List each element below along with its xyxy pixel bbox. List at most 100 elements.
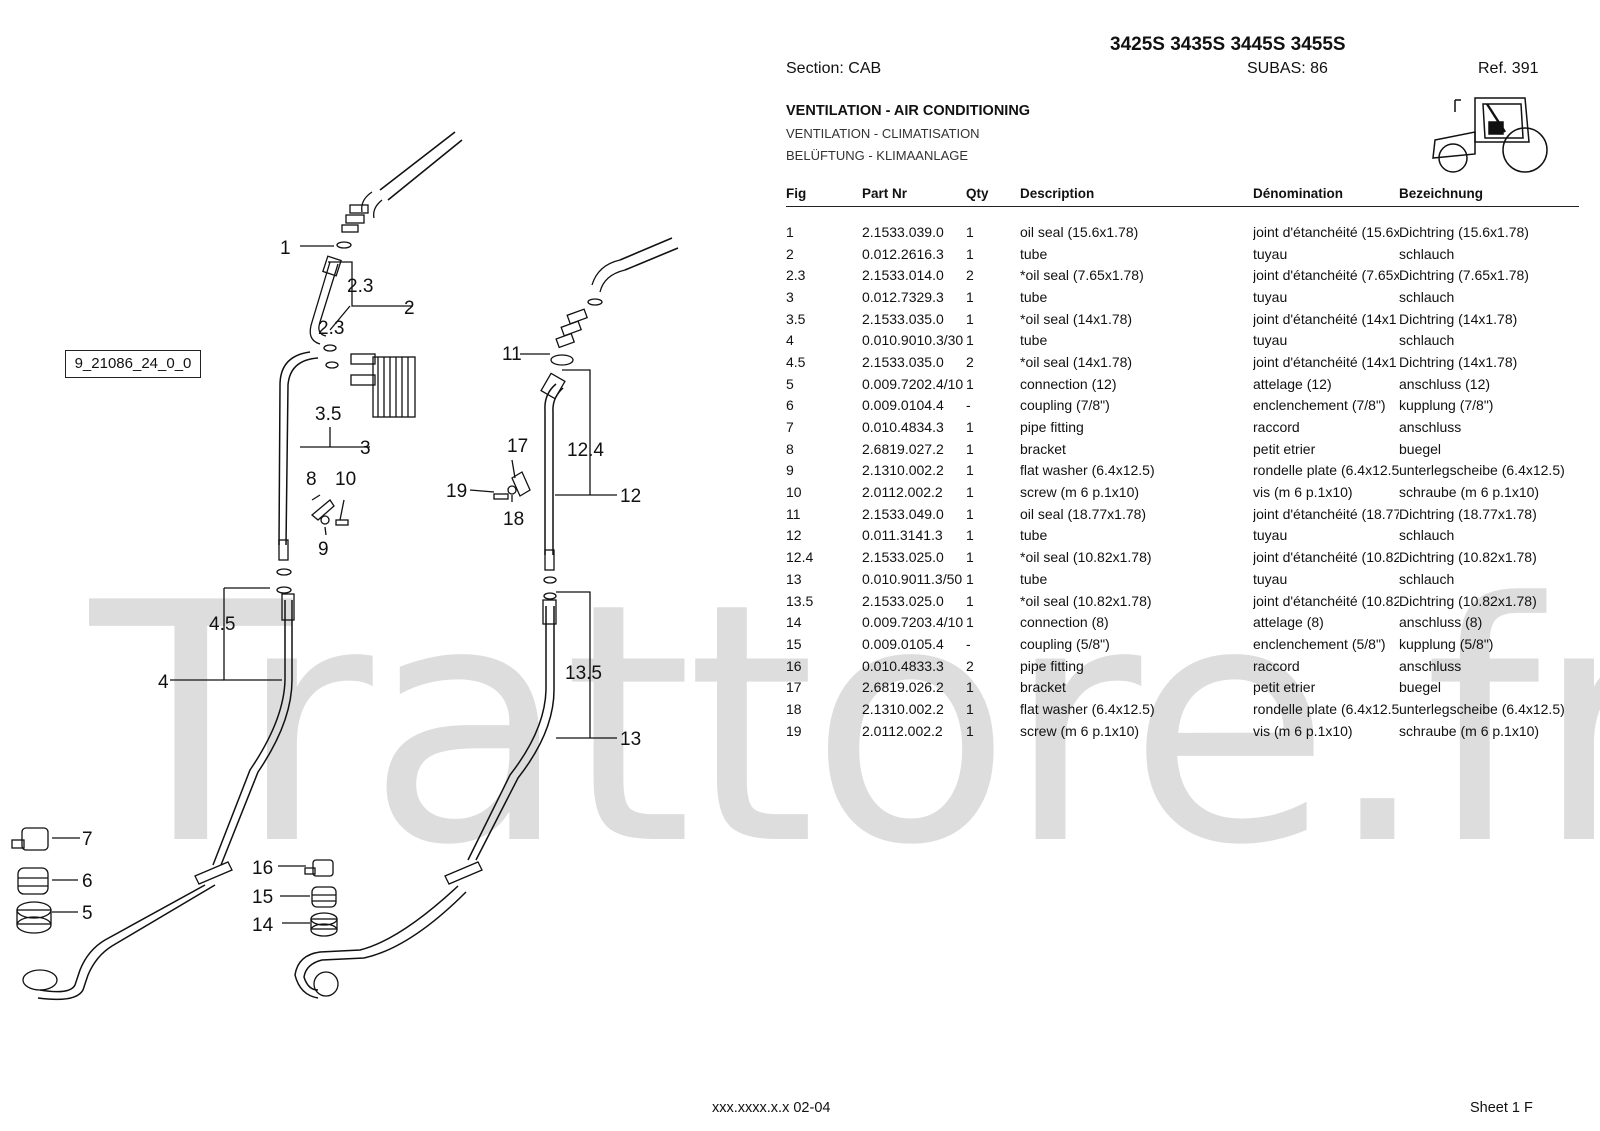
- tube-13-top-fitting: [542, 599, 557, 625]
- label-6: 6: [82, 871, 93, 892]
- cell-qty: 1: [966, 679, 974, 696]
- bracket-plate-left: [194, 861, 233, 885]
- oil-seal-1: [336, 241, 352, 249]
- model-list: 3425S 3435S 3445S 3455S: [1110, 34, 1346, 55]
- cell-bezeichnung: schlauch: [1399, 288, 1455, 305]
- exploded-parts-diagram: 1 2.3 2 2.3 3.5 3 8 10 9 4.5 4 11 17 12.…: [11, 131, 679, 1001]
- part-7-pipe-fitting: [11, 827, 49, 851]
- cell-part-nr: 2.1533.025.0: [862, 549, 944, 566]
- part-15-coupling: [311, 886, 337, 908]
- cell-bezeichnung: schlauch: [1399, 332, 1455, 349]
- cell-denomination: joint d'étanchéité (18.77: [1253, 505, 1399, 522]
- cell-description: flat washer (6.4x12.5): [1020, 700, 1155, 717]
- cell-bezeichnung: Dichtring (7.65x1.78): [1399, 267, 1529, 284]
- cell-part-nr: 0.012.2616.3: [862, 245, 944, 262]
- cell-description: tube: [1020, 245, 1048, 262]
- cell-qty: 1: [966, 332, 974, 349]
- cell-description: screw (m 6 p.1x10): [1020, 484, 1140, 501]
- oil-seal-4-5a: [276, 568, 292, 576]
- label-3-5: 3.5: [315, 404, 341, 425]
- subas-label: SUBAS: 86: [1247, 60, 1328, 77]
- cell-qty: 1: [966, 484, 974, 501]
- fitting-top-c: [341, 224, 359, 233]
- cell-fig: 2.3: [786, 267, 806, 284]
- label-4-5: 4.5: [209, 614, 235, 635]
- cell-part-nr: 0.012.7329.3: [862, 288, 944, 305]
- cell-denomination: tuyau: [1253, 332, 1288, 349]
- cell-qty: 1: [966, 375, 974, 392]
- cell-fig: 15: [786, 635, 802, 652]
- label-18: 18: [503, 509, 524, 530]
- cell-fig: 1: [786, 223, 794, 240]
- col-denomination: Dénomination: [1253, 180, 1399, 207]
- cell-bezeichnung: schlauch: [1399, 570, 1455, 587]
- cell-bezeichnung: unterlegscheibe (6.4x12.5): [1399, 462, 1565, 479]
- condenser-port-a: [350, 353, 376, 365]
- cell-part-nr: 2.1533.049.0: [862, 505, 944, 522]
- cell-fig: 16: [786, 657, 802, 674]
- part-14-connection: [310, 912, 338, 937]
- cell-bezeichnung: kupplung (7/8"): [1399, 397, 1494, 414]
- cell-bezeichnung: kupplung (5/8"): [1399, 635, 1494, 652]
- cell-qty: 1: [966, 722, 974, 739]
- cell-description: *oil seal (10.82x1.78): [1020, 549, 1152, 566]
- cell-bezeichnung: schraube (m 6 p.1x10): [1399, 722, 1540, 739]
- cell-description: flat washer (6.4x12.5): [1020, 462, 1155, 479]
- cell-denomination: joint d'étanchéité (7.65x: [1253, 267, 1399, 284]
- cell-description: pipe fitting: [1020, 419, 1084, 436]
- cell-denomination: tuyau: [1253, 288, 1288, 305]
- cell-qty: 1: [966, 592, 974, 609]
- cell-description: *oil seal (14x1.78): [1020, 310, 1133, 327]
- cell-denomination: tuyau: [1253, 245, 1288, 262]
- label-13-5: 13.5: [565, 663, 602, 684]
- cell-bezeichnung: schraube (m 6 p.1x10): [1399, 484, 1540, 501]
- cell-qty: 1: [966, 505, 974, 522]
- cell-fig: 5: [786, 375, 794, 392]
- cell-fig: 13: [786, 570, 802, 587]
- cell-description: tube: [1020, 288, 1048, 305]
- upper-hose-right: [619, 237, 679, 271]
- screw-19: [493, 493, 509, 500]
- title-german: BELÜFTUNG - KLIMAANLAGE: [786, 148, 969, 163]
- tube-4-top-fitting: [281, 593, 295, 621]
- screw-10: [335, 519, 349, 526]
- cell-description: bracket: [1020, 679, 1066, 696]
- cell-description: oil seal (18.77x1.78): [1020, 505, 1147, 522]
- washer-18: [507, 485, 517, 495]
- label-10: 10: [335, 469, 356, 490]
- bracket-17: [511, 471, 531, 497]
- label-16: 16: [252, 858, 273, 879]
- label-13: 13: [620, 729, 641, 750]
- cell-fig: 6: [786, 397, 794, 414]
- title-english: VENTILATION - AIR CONDITIONING: [786, 103, 1031, 119]
- fitting-top-b: [345, 214, 365, 224]
- cell-part-nr: 2.6819.027.2: [862, 440, 944, 457]
- cell-fig: 18: [786, 700, 802, 717]
- cell-description: *oil seal (10.82x1.78): [1020, 592, 1152, 609]
- cell-part-nr: 0.009.7202.4/10: [862, 375, 964, 392]
- cell-description: connection (8): [1020, 614, 1109, 631]
- cell-qty: 2: [966, 267, 974, 284]
- diagram-reference-code: 9_21086_24_0_0: [65, 350, 201, 378]
- label-9: 9: [318, 539, 329, 560]
- tube-4: [212, 600, 293, 866]
- cell-denomination: rondelle plate (6.4x12.5: [1253, 462, 1399, 479]
- cell-description: *oil seal (14x1.78): [1020, 353, 1133, 370]
- ref-label: Ref. 391: [1478, 60, 1539, 77]
- cell-bezeichnung: Dichtring (14x1.78): [1399, 310, 1518, 327]
- cell-denomination: enclenchement (5/8"): [1253, 635, 1386, 652]
- cell-qty: 1: [966, 310, 974, 327]
- tube-4-lower: [37, 884, 216, 1001]
- cell-fig: 17: [786, 679, 802, 696]
- tube-4-end-nut: [22, 969, 58, 991]
- cell-fig: 4: [786, 332, 794, 349]
